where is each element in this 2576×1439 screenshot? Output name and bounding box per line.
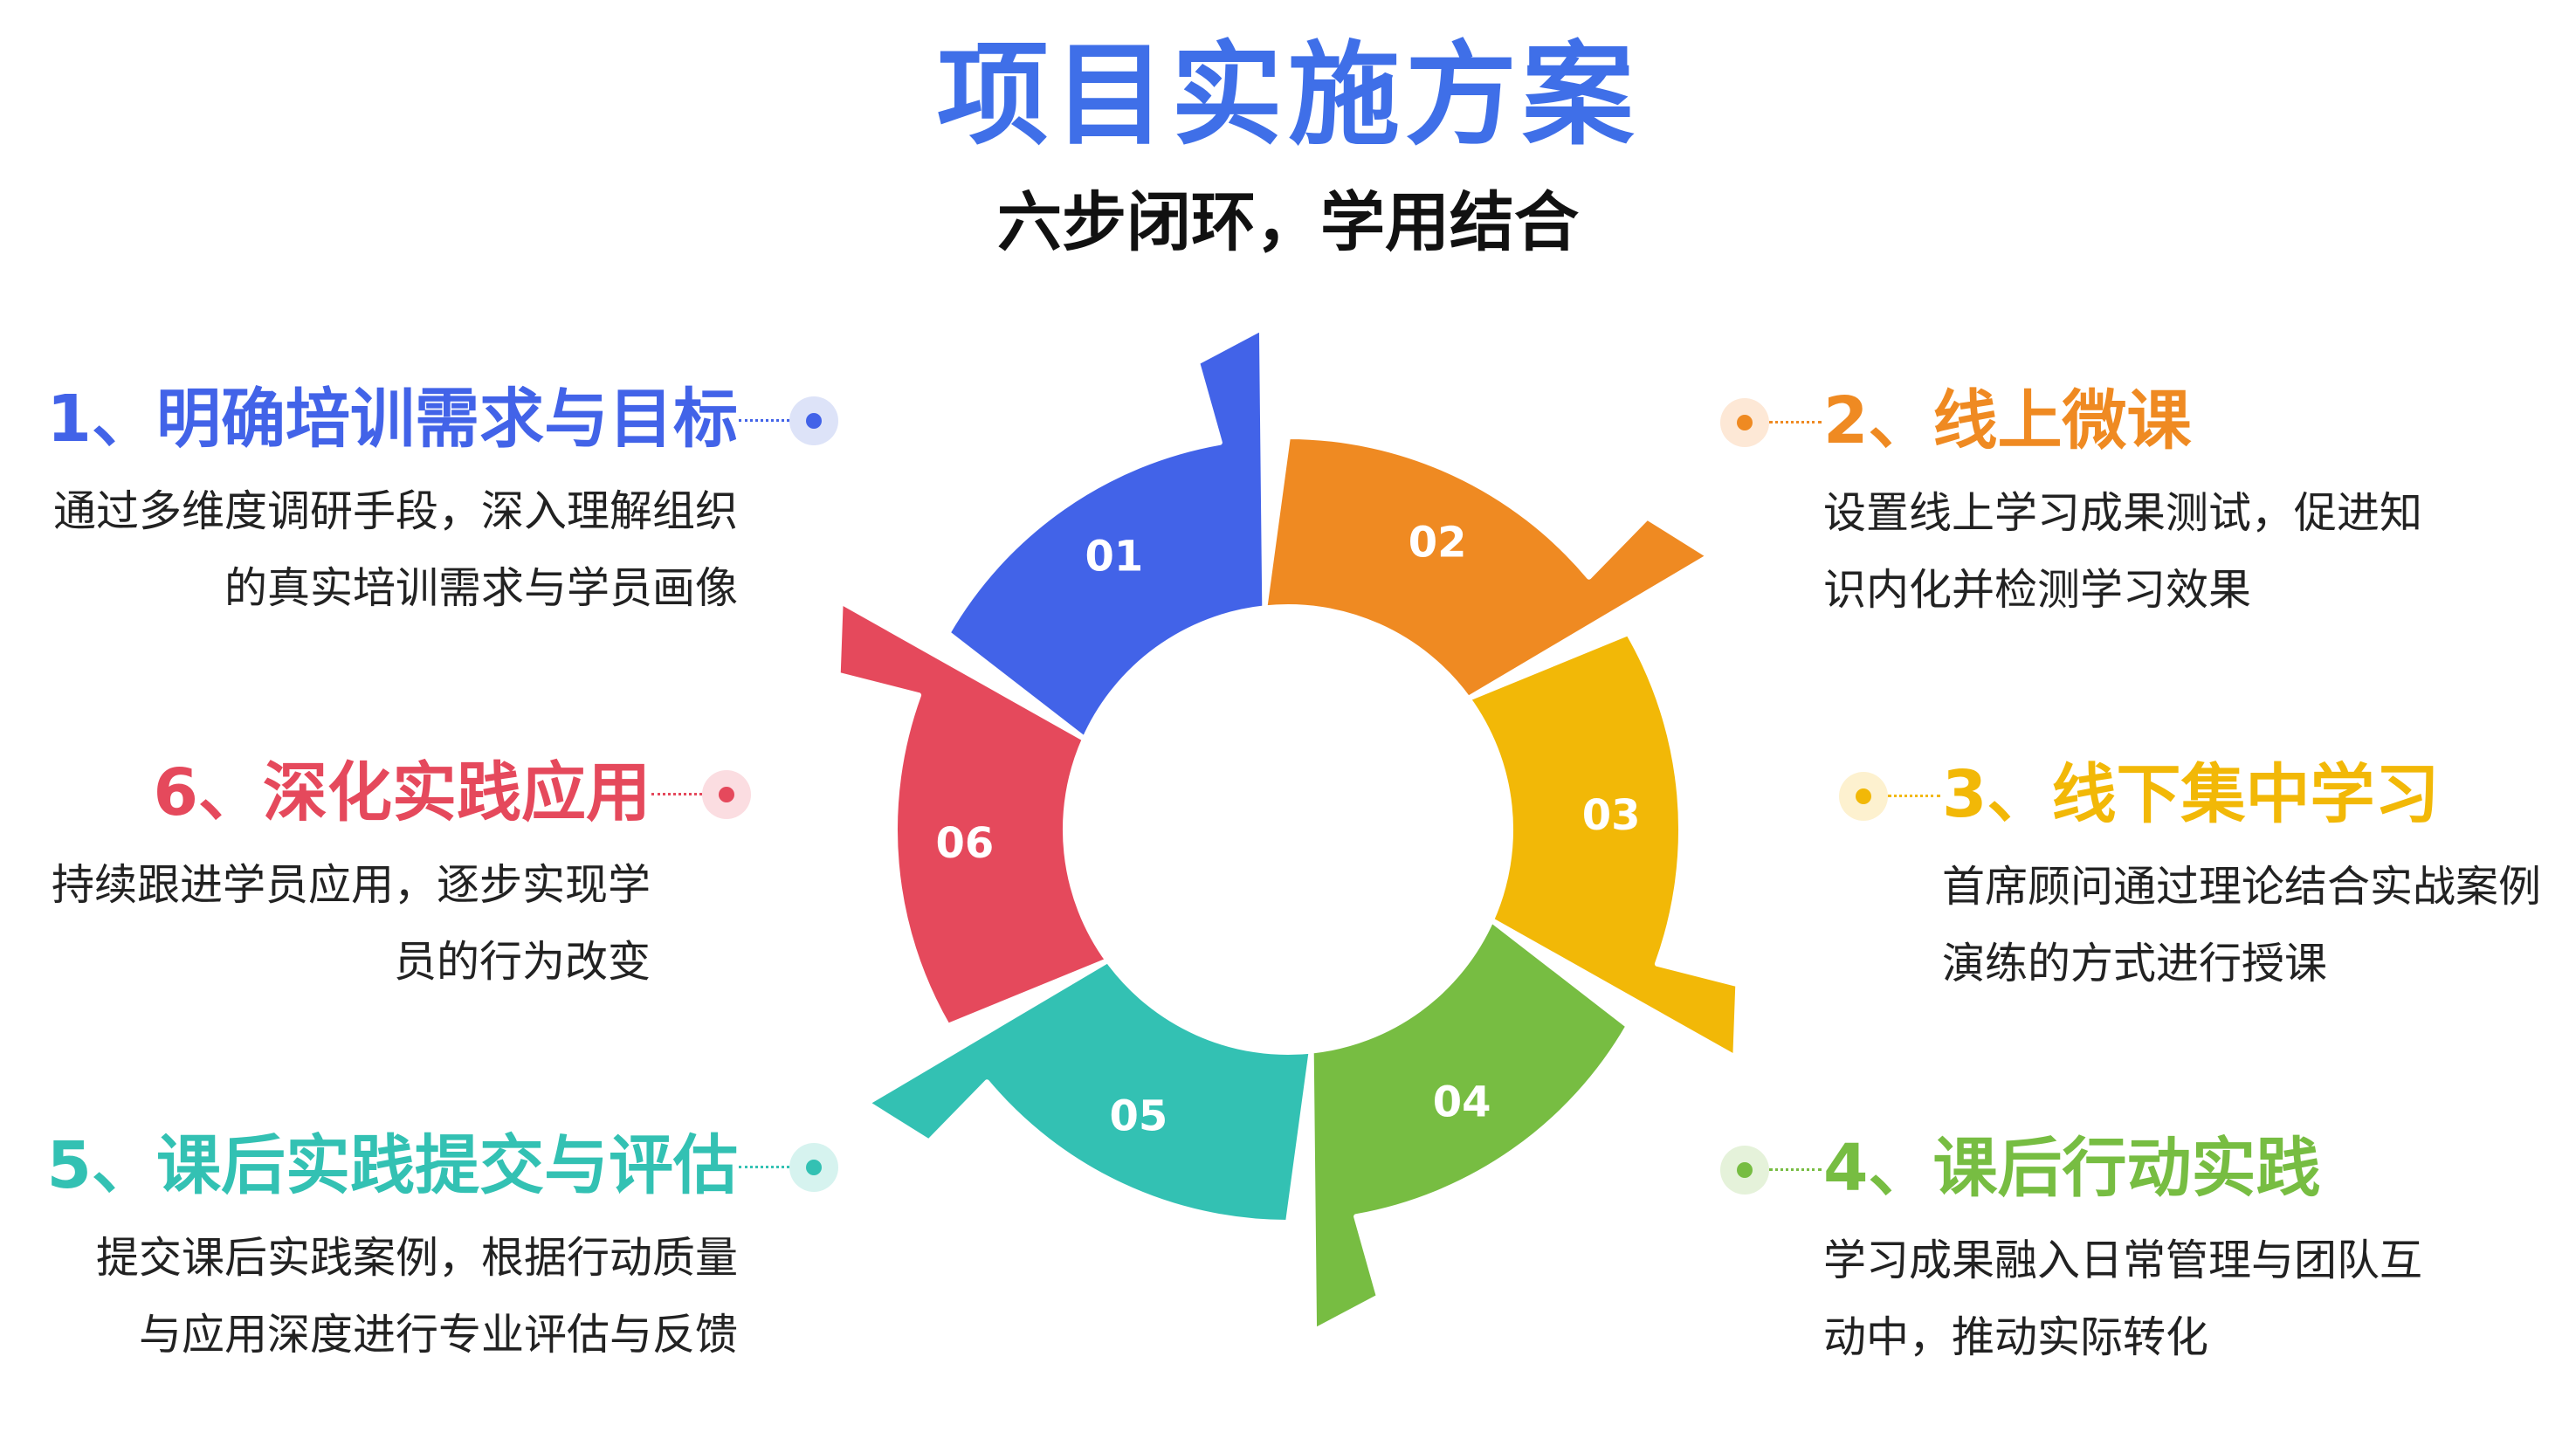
step-4-leader xyxy=(1769,1168,1822,1171)
step-5-dot-icon xyxy=(789,1143,838,1192)
cycle-segment-03-label: 03 xyxy=(1582,791,1641,840)
step-3-title: 3、线下集中学习 xyxy=(1942,757,2440,832)
step-1-desc-line-2: 的真实培训需求与学员画像 xyxy=(224,563,738,613)
step-2: 2、线上微课 设置线上学习成果测试，促进知 识内化并检测学习效果 xyxy=(1720,377,2506,639)
step-3-leader xyxy=(1888,795,1940,797)
step-5: 5、课后实践提交与评估 提交课后实践案例，根据行动质量 与应用深度进行专业评估与… xyxy=(0,1122,838,1384)
step-3: 3、线下集中学习 首席顾问通过理论结合实战案例 演练的方式进行授课 xyxy=(1839,751,2573,1013)
cycle-segment-04-label: 04 xyxy=(1433,1078,1491,1127)
cycle-segment-02-label: 02 xyxy=(1409,518,1467,567)
step-6-title: 6、深化实践应用 xyxy=(153,755,651,830)
step-1-title: 1、明确培训需求与目标 xyxy=(46,382,739,457)
step-2-desc-line-1: 设置线上学习成果测试，促进知 xyxy=(1823,488,2423,538)
step-6-desc-line-1: 持续跟进学员应用，逐步实现学 xyxy=(51,860,651,910)
step-3-desc-line-1: 首席顾问通过理论结合实战案例 xyxy=(1942,862,2542,912)
cycle-segment-06-label: 06 xyxy=(936,819,995,868)
step-5-desc-line-2: 与应用深度进行专业评估与反馈 xyxy=(138,1310,738,1360)
step-4-title: 4、课后行动实践 xyxy=(1823,1131,2321,1206)
step-5-desc-line-1: 提交课后实践案例，根据行动质量 xyxy=(95,1233,738,1283)
step-4-dot-icon xyxy=(1720,1146,1769,1195)
step-5-leader xyxy=(739,1166,789,1168)
cycle-segment-02 xyxy=(1262,434,1712,702)
cycle-segment-04 xyxy=(1308,917,1631,1334)
step-1: 1、明确培训需求与目标 通过多维度调研手段，深入理解组织 的真实培训需求与学员画… xyxy=(0,375,838,637)
cycle-segment-03 xyxy=(1465,630,1741,1060)
step-6-dot-icon xyxy=(702,770,751,819)
step-1-leader xyxy=(739,419,789,422)
cycle-segment-05 xyxy=(864,957,1314,1225)
step-1-desc-line-1: 通过多维度调研手段，深入理解组织 xyxy=(52,486,738,536)
cycle-segment-01 xyxy=(945,325,1268,742)
cycle-segment-01-label: 01 xyxy=(1085,533,1144,582)
step-3-dot-icon xyxy=(1839,772,1888,821)
cycle-segment-06 xyxy=(835,599,1111,1029)
cycle-segment-05-label: 05 xyxy=(1110,1092,1168,1141)
step-6: 6、深化实践应用 持续跟进学员应用，逐步实现学 员的行为改变 xyxy=(0,749,751,1011)
step-4: 4、课后行动实践 学习成果融入日常管理与团队互 动中，推动实际转化 xyxy=(1720,1125,2506,1387)
step-2-dot-icon xyxy=(1720,398,1769,447)
step-2-leader xyxy=(1769,421,1822,423)
step-4-desc-line-2: 动中，推动实际转化 xyxy=(1823,1312,2209,1362)
step-1-dot-icon xyxy=(789,396,838,445)
step-2-title: 2、线上微课 xyxy=(1823,383,2192,458)
page-subtitle: 六步闭环，学用结合 xyxy=(997,185,1579,260)
step-6-desc-line-2: 员的行为改变 xyxy=(393,937,651,987)
step-4-desc-line-1: 学习成果融入日常管理与团队互 xyxy=(1823,1236,2423,1285)
step-2-desc-line-2: 识内化并检测学习效果 xyxy=(1823,565,2252,615)
step-5-title: 5、课后实践提交与评估 xyxy=(46,1128,739,1203)
step-3-desc-line-2: 演练的方式进行授课 xyxy=(1942,939,2328,988)
page-title: 项目实施方案 xyxy=(936,31,1639,161)
step-6-leader xyxy=(651,793,702,795)
